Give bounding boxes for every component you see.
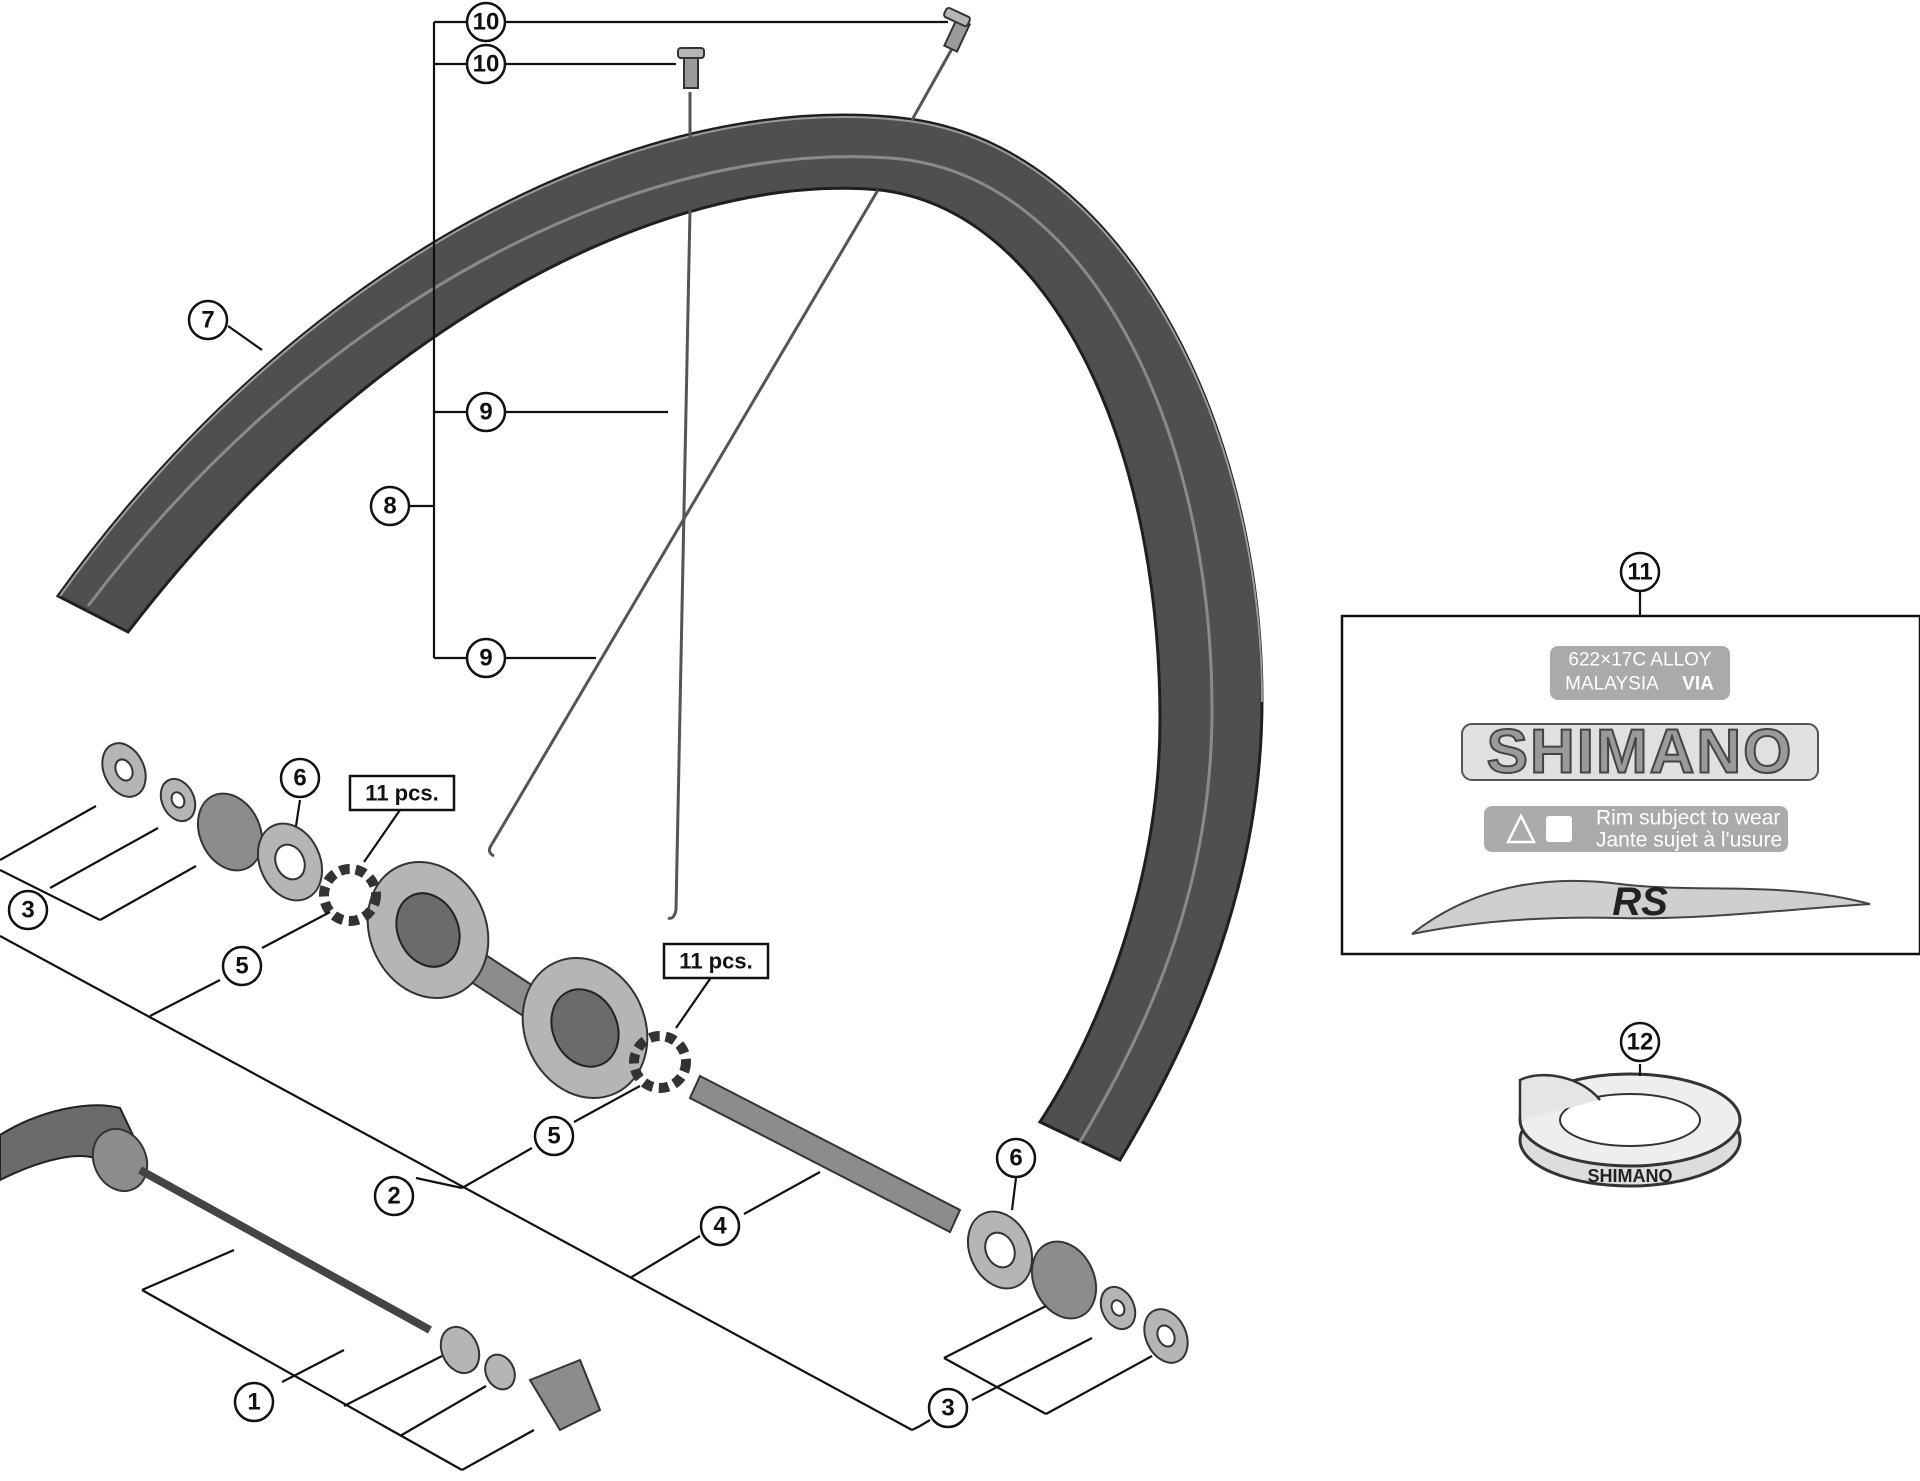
callout-10-left: 10 [465,43,507,85]
decal-size-line1: 622×17C ALLOY [1568,650,1711,671]
decal-warning-line1: Rim subject to wear [1596,807,1780,830]
svg-text:8: 8 [383,493,396,520]
quantity-label-left: 11 pcs. [348,774,456,812]
callout-8: 8 [369,485,411,527]
ball-bearings-left [319,864,381,926]
svg-text:6: 6 [293,765,306,792]
axle-part [688,1074,962,1234]
callout-10-right: 10 [465,1,507,43]
quick-release-part [0,1104,602,1432]
decal-model: RS [1612,880,1668,924]
svg-text:1: 1 [247,1389,260,1416]
callout-5-right: 5 [533,1115,575,1157]
quantity-label-right: 11 pcs. [662,942,770,980]
svg-text:7: 7 [201,307,214,334]
callout-11: 11 [1619,551,1661,593]
callout-7: 7 [187,299,229,341]
model-decal-graphic [1411,879,1871,935]
decal-brand: SHIMANO [1487,718,1794,787]
spoke-part-bent [487,37,960,858]
spoke-part-straight [667,92,692,920]
svg-text:10: 10 [473,51,500,78]
warning-triangle-icon [1505,813,1537,844]
svg-text:11: 11 [1627,559,1652,586]
decal-size-mark: VIA [1682,674,1714,695]
callout-4: 4 [699,1205,741,1247]
decal-size-line2: MALAYSIA [1565,674,1659,695]
callout-3-left: 3 [7,889,49,931]
callout-9-upper: 9 [465,391,507,433]
callout-1: 1 [233,1381,275,1423]
callout-6-left: 6 [279,757,321,799]
svg-text:5: 5 [547,1123,560,1150]
decal-sheet: 622×17C ALLOY MALAYSIA VIA SHIMANO Rim s… [1340,614,1920,956]
svg-text:9: 9 [479,399,492,426]
svg-text:3: 3 [941,1395,954,1422]
left-cone-stack [101,742,324,902]
svg-text:11 pcs.: 11 pcs. [365,781,438,806]
svg-text:11 pcs.: 11 pcs. [679,949,752,974]
ball-bearings-right [629,1031,691,1093]
right-cone-stack [966,1210,1189,1364]
callout-12: 12 [1619,1021,1661,1063]
svg-text:6: 6 [1009,1145,1022,1172]
svg-text:12: 12 [1627,1029,1654,1056]
nipple-part-right [942,6,972,53]
svg-text:9: 9 [479,645,492,672]
svg-text:2: 2 [387,1183,400,1210]
decal-warning-line2: Jante sujet à l'usure [1596,829,1782,852]
nipple-part-left [677,47,705,89]
svg-text:4: 4 [713,1213,727,1240]
rim-part [55,113,1264,1162]
svg-text:5: 5 [235,953,248,980]
leader-lines [0,20,1642,1471]
hub-body-part [366,860,649,1100]
rim-tape-part: SHIMANO [1518,1072,1742,1188]
callout-2: 2 [373,1175,415,1217]
size-label-plate [1550,646,1730,700]
brand-decal-plate [1461,723,1819,781]
callout-3-right: 3 [927,1387,969,1429]
callout-6-right: 6 [995,1137,1037,1179]
svg-text:3: 3 [21,897,34,924]
info-icon [1546,816,1572,842]
callout-9-lower: 9 [465,637,507,679]
svg-text:10: 10 [473,9,500,36]
rim-tape-brand: SHIMANO [1588,1166,1673,1186]
callout-5-left: 5 [221,945,263,987]
